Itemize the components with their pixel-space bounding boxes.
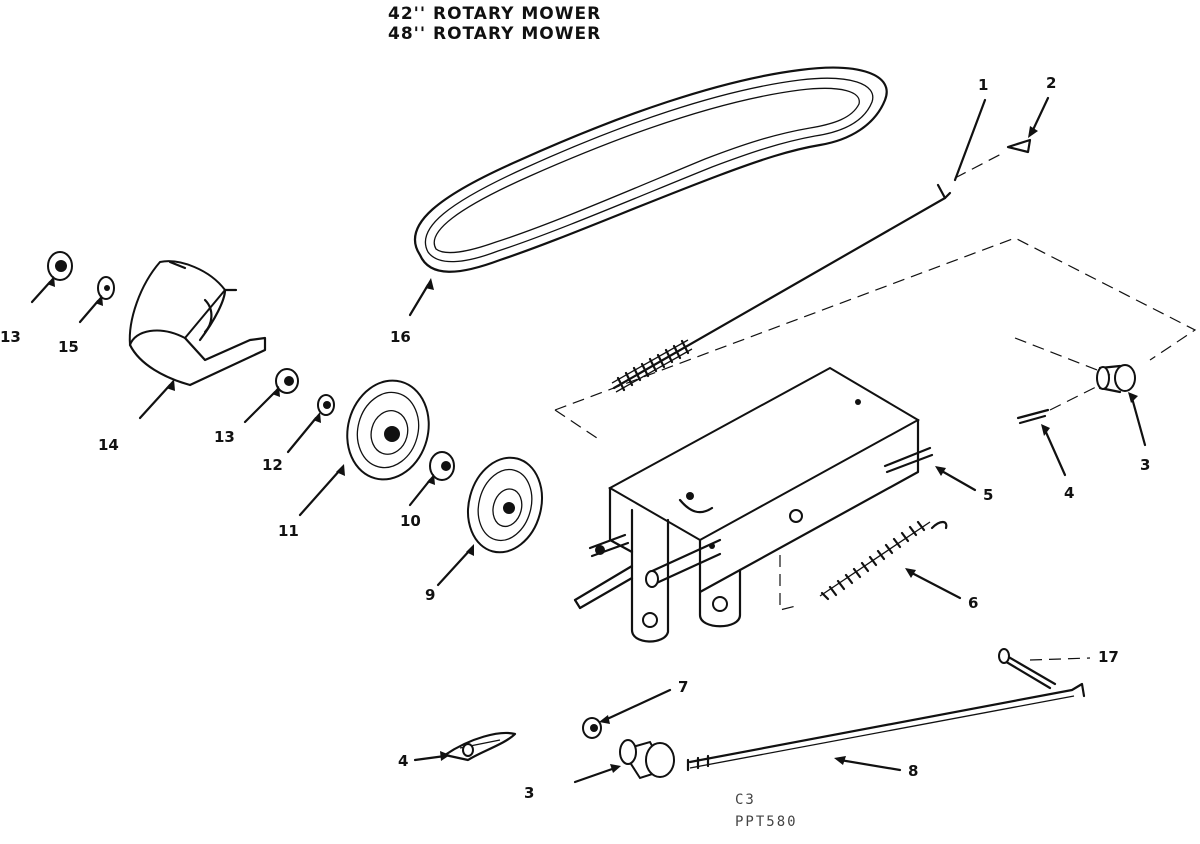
lockwasher-part-15: [78, 276, 115, 324]
diagram-title-42: 42'' ROTARY MOWER: [388, 4, 602, 24]
diagram-title-48: 48'' ROTARY MOWER: [388, 24, 602, 44]
callout-15: 15: [58, 338, 79, 356]
callout-3-upper: 3: [1140, 456, 1151, 474]
callout-16: 16: [390, 328, 411, 346]
pulley-part-9: [436, 456, 543, 587]
callout-4-upper: 4: [1064, 484, 1075, 502]
drawing-code-line2: PPT580: [735, 814, 798, 830]
callout-17: 17: [1098, 648, 1119, 666]
callout-6: 6: [968, 594, 979, 612]
spring-part-6: [819, 520, 962, 601]
bushing-part-10: [408, 451, 455, 507]
callout-8: 8: [908, 762, 919, 780]
callout-1: 1: [978, 76, 989, 94]
belt-leader: [408, 278, 434, 317]
callout-4-lower: 4: [398, 752, 409, 770]
ferrule-part-3-upper: [1096, 364, 1147, 447]
nut-part-13-left: [30, 251, 73, 304]
belt-guard-part-14: [128, 260, 267, 420]
callout-5: 5: [983, 486, 994, 504]
cotter-pin-part-2: [954, 138, 1032, 179]
belt-part-16: [413, 66, 888, 273]
callout-12: 12: [262, 456, 283, 474]
callout-13-left: 13: [0, 328, 21, 346]
callout-11: 11: [278, 522, 299, 540]
washer-part-12: [286, 394, 335, 454]
washer-part-7: [582, 688, 672, 739]
hairpin-part-4-lower: [413, 731, 517, 762]
callout-2: 2: [1046, 74, 1057, 92]
rod-part-8: [686, 682, 1086, 772]
pulley-part-11: [298, 379, 430, 517]
drawing-code-line1: C3: [735, 792, 756, 808]
callout-9: 9: [425, 586, 436, 604]
hidden-outline: [554, 237, 1197, 611]
rod-part-1: [611, 183, 952, 393]
rod-leader: [953, 96, 1050, 182]
nut-part-13-middle: [243, 368, 299, 424]
callout-13-middle: 13: [214, 428, 235, 446]
mower-bracket: [573, 366, 921, 643]
callout-3-lower: 3: [524, 784, 535, 802]
hairpin-part-17: [998, 648, 1091, 690]
callout-7: 7: [678, 678, 689, 696]
callout-10: 10: [400, 512, 421, 530]
pin-part-5: [883, 446, 977, 492]
callout-14: 14: [98, 436, 119, 454]
hairpin-part-4-upper: [1016, 384, 1101, 477]
ferrule-part-3-lower: [573, 739, 675, 784]
